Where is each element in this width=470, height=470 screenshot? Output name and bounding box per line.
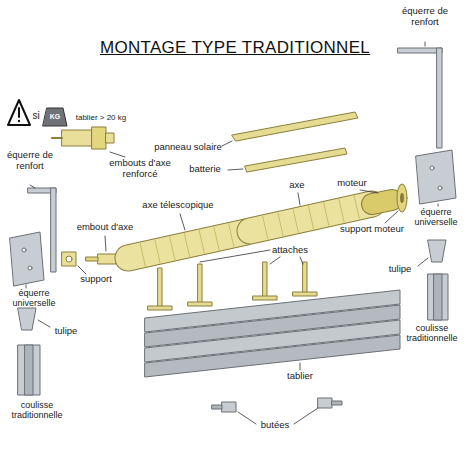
part-label: équerre universelle [3, 288, 65, 309]
leader-line [78, 266, 86, 274]
axle-groove [339, 199, 344, 222]
motor-outline [372, 200, 392, 204]
universal-bracket [10, 232, 44, 286]
part-label: coulisse traditionnelle [398, 323, 466, 344]
part-label: axe [282, 180, 312, 191]
part-label: embouts d'axe renforcé [100, 158, 180, 180]
shutter-slats [145, 290, 400, 377]
leader-line [438, 204, 439, 206]
solar-panel [232, 112, 358, 141]
leader-line [26, 285, 27, 288]
axle-groove [278, 213, 283, 236]
part-label: panneau solaire [152, 142, 224, 153]
leader-line [270, 257, 280, 264]
tulip [18, 308, 36, 330]
warning-symbol [8, 100, 30, 125]
leader-line [30, 185, 35, 188]
motor-support [397, 184, 407, 212]
part-label: attaches [265, 245, 315, 256]
rail-groove [25, 345, 33, 395]
stops [212, 398, 342, 412]
part-label: tulipe [382, 264, 418, 275]
leader-line [228, 169, 243, 170]
part-label: butées [252, 420, 298, 431]
rail [18, 345, 40, 395]
reinforced-end-caps [52, 127, 114, 149]
support-part [62, 252, 76, 266]
axle-groove [199, 230, 204, 253]
part-label: embout d'axe [70, 222, 140, 233]
axle-groove [170, 237, 175, 260]
rail-groove [434, 274, 442, 320]
axle-groove [229, 224, 234, 247]
part-label: batterie [182, 164, 228, 175]
leader-line [200, 250, 270, 262]
battery [245, 148, 347, 172]
leader-line [222, 141, 232, 146]
leader-line [300, 257, 303, 264]
axle-groove [324, 203, 329, 226]
slat [145, 335, 400, 377]
leader-line [418, 258, 428, 266]
motor-support-hub [400, 193, 404, 203]
weight-icon [43, 108, 67, 126]
part-label: tablier [278, 371, 322, 382]
leader-line [425, 42, 426, 46]
warning-mark [18, 108, 20, 117]
leader-line [238, 412, 256, 424]
leader-line [180, 214, 185, 230]
part-label: support moteur [334, 224, 410, 235]
warning-dot [18, 120, 20, 122]
part-label: coulisse traditionnelle [3, 400, 71, 421]
leader-line [385, 211, 398, 223]
axle-groove [293, 209, 298, 232]
tulip [428, 240, 446, 262]
axle-groove [155, 240, 160, 263]
axle-groove [308, 206, 313, 229]
leader-line [294, 408, 318, 424]
part-label: si [29, 110, 43, 122]
part-label: moteur [330, 178, 374, 189]
weight-text: KG [44, 113, 66, 121]
telescopic-axle-outline [128, 232, 246, 258]
leader-line [38, 320, 50, 327]
part-label: équerre de renfort [3, 150, 57, 172]
leader-line [360, 190, 378, 193]
leader-line [300, 363, 301, 370]
leader-line [105, 236, 106, 251]
telescopic-axle [128, 232, 246, 258]
axle-groove [214, 227, 219, 250]
axle-groove [184, 234, 189, 257]
universal-bracket [416, 150, 456, 204]
part-label: tulipe [48, 326, 84, 337]
part-label: support [74, 274, 118, 285]
title: MONTAGE TYPE TRADITIONNEL [0, 38, 470, 58]
axle-end-cap [86, 254, 116, 264]
axle-groove [263, 216, 268, 239]
rail [428, 274, 448, 320]
motor [372, 200, 392, 204]
leader-line [298, 193, 300, 205]
part-label: équerre universelle [405, 207, 467, 228]
part-label: tablier > 20 kg [67, 113, 135, 122]
reinforcement-bracket [398, 48, 442, 148]
axle-groove [354, 196, 359, 219]
leader-line [110, 152, 125, 157]
part-label: équerre de renfort [398, 6, 452, 28]
part-label: axe télescopique [133, 200, 223, 211]
axle-groove [140, 243, 145, 266]
